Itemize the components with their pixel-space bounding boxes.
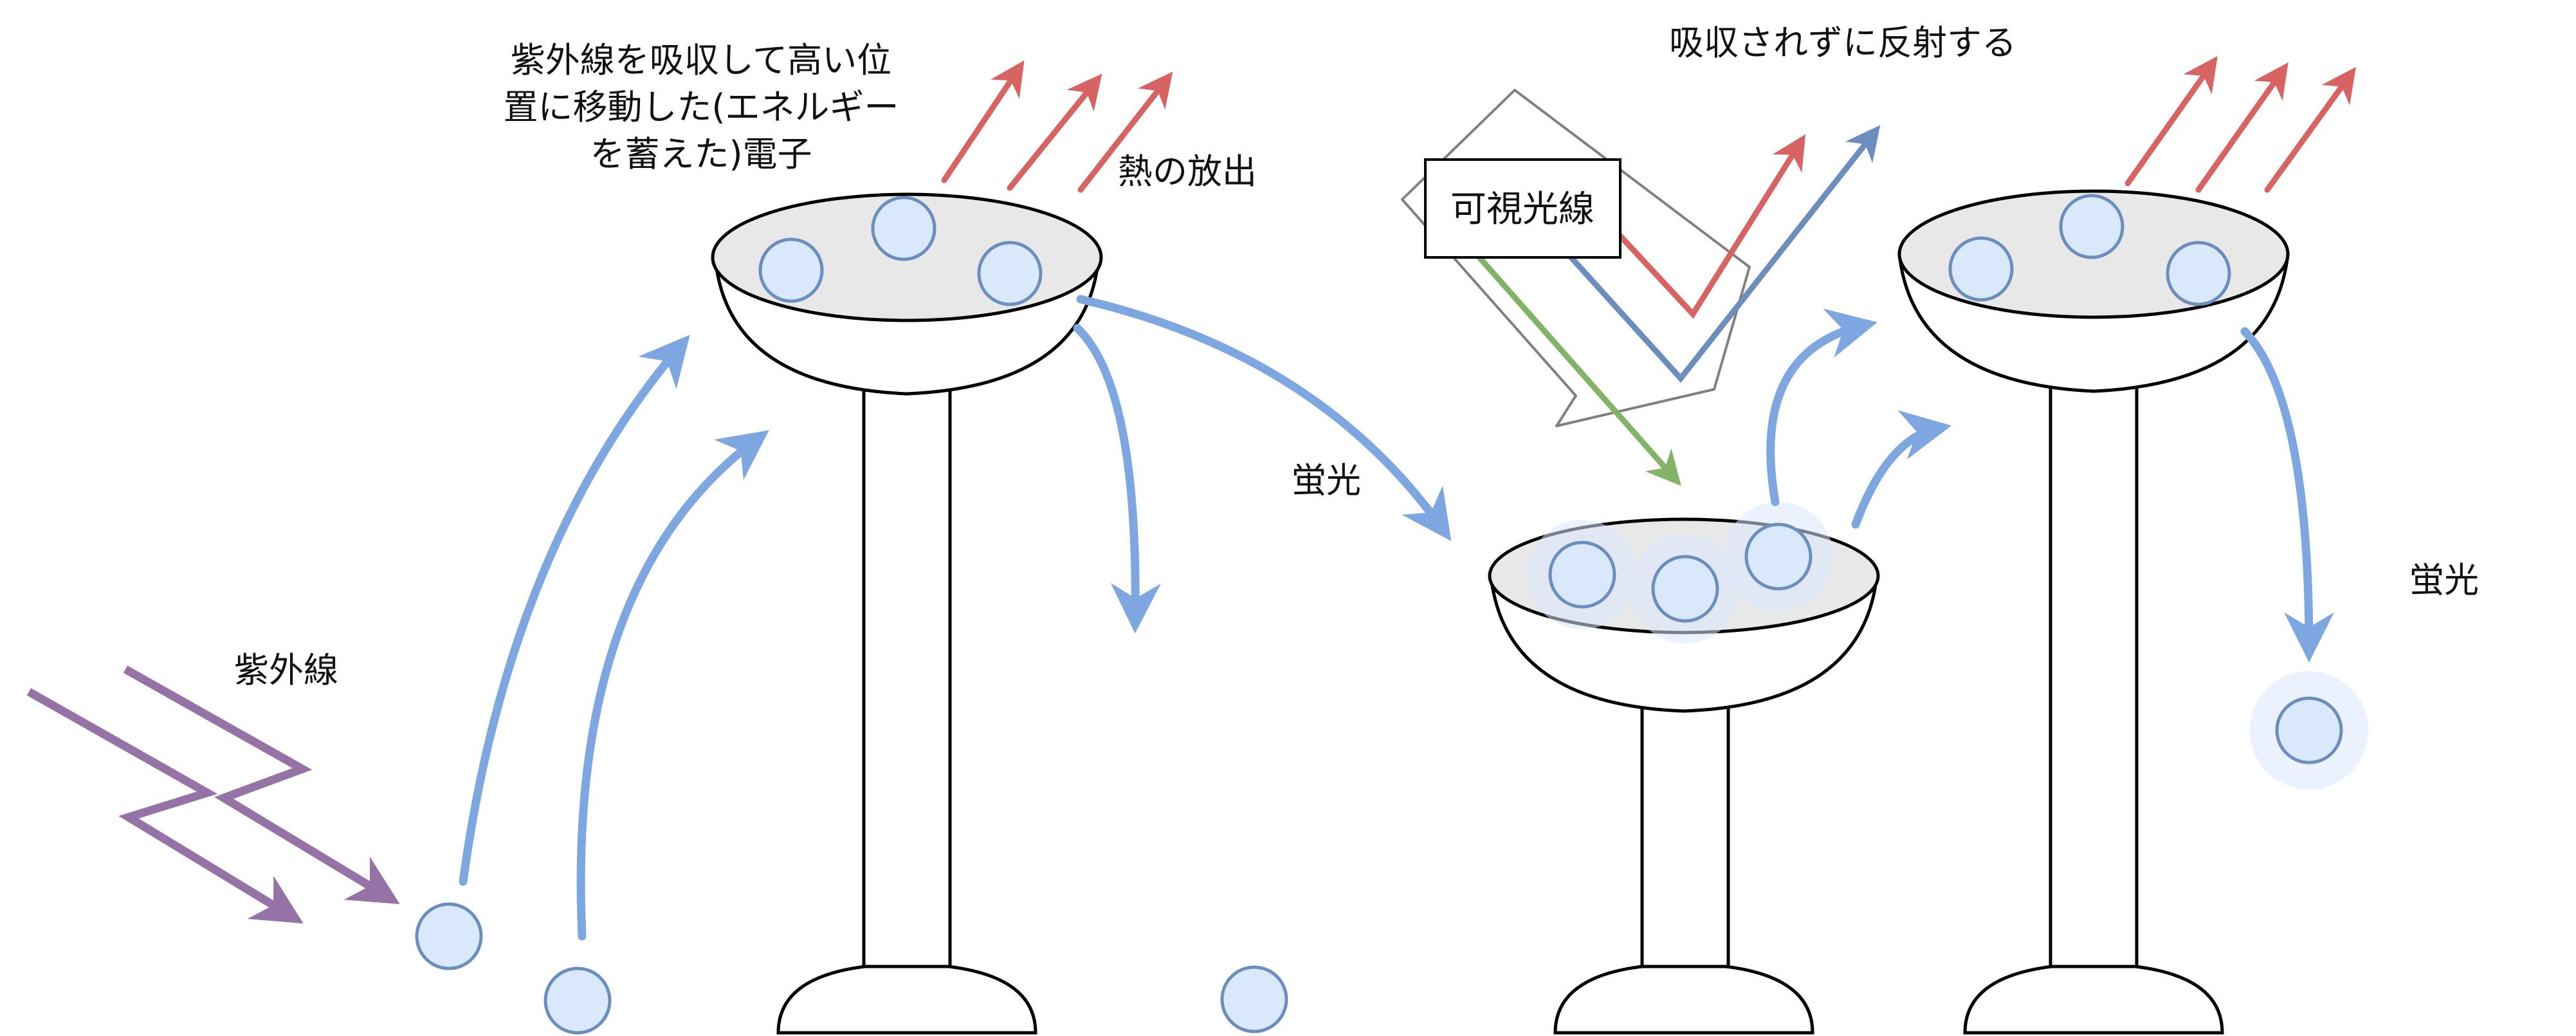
electrons-excited-right	[1948, 194, 2231, 306]
pedestal-middle-base	[1553, 962, 1814, 1035]
heat-arrow	[2264, 67, 2356, 193]
heat-arrows-right	[2124, 55, 2356, 193]
electron-paths	[459, 295, 2334, 941]
electron	[871, 196, 936, 261]
reflected-red-ray	[1595, 134, 1806, 319]
electron	[1948, 236, 2014, 302]
pedestal-right	[1897, 189, 2290, 1035]
excited-caption-line: を蓄えた)電子	[590, 134, 812, 174]
heat-arrow	[1077, 71, 1173, 193]
electron	[2166, 241, 2231, 306]
visible-light-label: 可視光線	[1450, 189, 1594, 230]
fluorescence-arrow-left	[1073, 324, 1161, 634]
excited-caption-line: 置に移動した(エネルギー	[503, 87, 899, 127]
electron	[1651, 555, 1719, 623]
fluorescence-label-right: 蛍光	[2409, 560, 2479, 600]
electron	[758, 237, 824, 303]
heat-arrow	[2195, 62, 2288, 193]
pedestal-right-column	[2049, 383, 2139, 968]
electron	[415, 902, 483, 970]
excited-caption-line: 紫外線を吸収して高い位	[511, 40, 891, 80]
heat-arrow	[1007, 73, 1102, 191]
excitation-arrow	[459, 335, 690, 886]
pedestal-right-base	[1963, 962, 2224, 1035]
electrons-glowing-middle	[1528, 502, 1833, 643]
reflected-blue-ray	[1553, 125, 1881, 383]
uv-label: 紫外線	[234, 650, 338, 690]
fluorescence-label-left: 蛍光	[1292, 460, 1361, 501]
uv-arrow	[26, 688, 304, 924]
electron	[977, 241, 1043, 306]
electron	[2059, 194, 2124, 259]
uv-arrow	[123, 665, 400, 905]
pedestal-left-column	[862, 384, 952, 968]
electron	[1744, 523, 1813, 591]
light-rays	[1476, 125, 1881, 486]
uv-arrows	[26, 665, 400, 924]
excitation-arrow	[576, 430, 769, 941]
heat-arrow	[941, 60, 1025, 183]
electron	[2275, 696, 2343, 764]
electrons-excited-left	[758, 196, 1043, 306]
electron	[544, 967, 612, 1035]
electron	[1548, 541, 1616, 609]
visible-light-box: 可視光線	[1424, 158, 1621, 259]
heat-arrows-left	[941, 60, 1173, 193]
pedestal-left	[711, 192, 1103, 1035]
reflected-light-label: 吸収されずに反射する	[1669, 23, 2016, 63]
electrons-ground	[415, 671, 2368, 1035]
re-excitation-arrow	[1766, 308, 1878, 506]
pedestal-middle-column	[1640, 699, 1730, 968]
transfer-arrow	[1076, 295, 1452, 541]
electron	[1220, 965, 1288, 1033]
reflective-surface	[1401, 89, 1751, 427]
heat-release-label: 熱の放出	[1118, 151, 1257, 192]
re-excitation-arrow	[1851, 410, 1952, 529]
fluorescence-arrow-right	[2240, 327, 2334, 663]
absorbed-green-ray	[1476, 254, 1681, 486]
visible-light-box-frame	[1424, 158, 1621, 259]
excited-electron-caption: 紫外線を吸収して高い位 置に移動した(エネルギー を蓄えた)電子	[503, 40, 899, 174]
heat-arrow	[2124, 55, 2218, 187]
pedestal-left-base	[776, 962, 1037, 1035]
